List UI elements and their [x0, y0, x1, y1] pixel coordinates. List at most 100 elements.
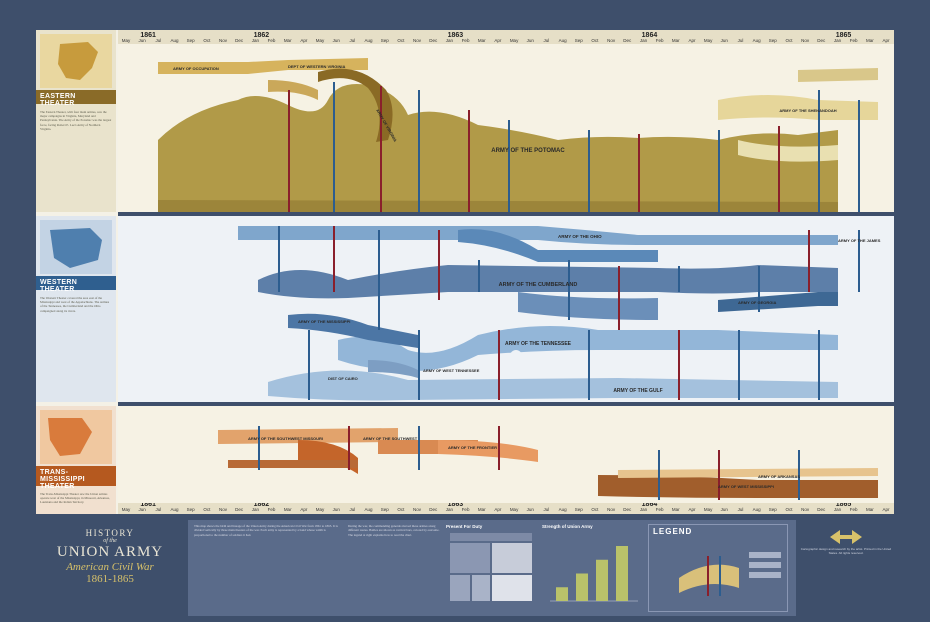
month-tick-label: Feb [462, 507, 470, 512]
battle-bar [638, 134, 640, 212]
battle-bar [658, 450, 660, 500]
battle-bar [308, 330, 310, 400]
month-tick-label: Jul [350, 38, 356, 43]
strength-chart-title: Strength of Union Army [542, 524, 593, 529]
intro-column-2: During the war, the commanding generals … [348, 524, 440, 537]
month-tick-label: Mar [866, 38, 874, 43]
month-tick-label: Jun [333, 38, 341, 43]
footer-info-panel: This map shows the birth and lineage of … [188, 520, 796, 616]
battle-bar [568, 260, 570, 320]
month-tick-label: Jan [446, 38, 454, 43]
title-of-the: of the [103, 538, 117, 544]
month-tick-label: Aug [559, 507, 568, 512]
title-history: HISTORY [85, 528, 135, 538]
battle-bar [478, 260, 480, 292]
poster-panel: EASTERN THEATER The Eastern Theater, wit… [36, 30, 894, 514]
month-tick-label: Nov [801, 507, 810, 512]
month-tick-label: Jan [446, 507, 454, 512]
month-tick-label: Dec [817, 507, 826, 512]
battle-bar [618, 266, 620, 330]
battle-bar [278, 226, 280, 292]
army-label-georgia: ARMY OF GEORGIA [738, 300, 776, 305]
transmiss-theater-title: TRANS-MISSISSIPPI THEATER [36, 466, 116, 490]
month-tick-label: May [122, 507, 131, 512]
month-tick-label: Feb [656, 507, 664, 512]
month-tick-label: Aug [753, 38, 762, 43]
month-tick-label: Jun [333, 507, 341, 512]
month-tick-label: Sep [381, 507, 390, 512]
eastern-map-icon [40, 34, 112, 88]
month-tick-label: Aug [171, 38, 180, 43]
month-tick-label: Jan [640, 507, 648, 512]
year-label: 1861 [140, 501, 156, 508]
present-for-duty-box: Present For Duty [446, 524, 536, 612]
western-theater-title: WESTERN THEATER [36, 276, 116, 293]
credits-block: Cartographic design and research by the … [798, 528, 894, 555]
month-tick-label: Nov [607, 38, 616, 43]
month-tick-label: Sep [187, 507, 196, 512]
year-label: 1865 [836, 32, 852, 39]
strength-bar [556, 587, 568, 601]
month-tick-label: Jul [155, 507, 161, 512]
month-tick-label: Dec [235, 38, 244, 43]
month-tick-label: Jan [640, 38, 648, 43]
battle-bar [333, 82, 335, 212]
year-label: 1863 [448, 32, 464, 39]
month-tick-label: Apr [882, 38, 890, 43]
battle-bar [438, 230, 440, 300]
year-label: 1862 [254, 32, 270, 39]
army-label-gulf: ARMY OF THE GULF [613, 388, 662, 394]
title-union-army: UNION ARMY [56, 544, 164, 560]
month-tick-label: Jan [252, 38, 260, 43]
battle-bar [858, 230, 860, 292]
battle-bar [718, 450, 720, 500]
month-tick-label: May [510, 507, 519, 512]
legend-diagram [679, 552, 781, 596]
month-tick-label: Apr [494, 507, 502, 512]
battle-bar [588, 130, 590, 212]
transmiss-sidebar: TRANS-MISSISSIPPI THEATER The Trans-Miss… [36, 406, 116, 514]
intro-column-1: This map shows the birth and lineage of … [194, 524, 338, 537]
month-tick-label: Aug [559, 38, 568, 43]
battle-bar [778, 126, 780, 212]
battle-bar [498, 330, 500, 400]
strength-chart-box: Strength of Union Army [542, 524, 642, 612]
month-tick-label: Dec [817, 38, 826, 43]
army-label-mississippi: ARMY OF THE MISSISSIPPI [298, 319, 350, 324]
eastern-sidebar: EASTERN THEATER The Eastern Theater, wit… [36, 30, 116, 212]
month-tick-label: Jul [544, 38, 550, 43]
legend-box: LEGEND [648, 524, 788, 612]
month-tick-label: Jun [527, 507, 535, 512]
battle-bar [798, 450, 800, 500]
western-theater-text: The Western Theater covered the area eas… [40, 296, 110, 313]
month-tick-label: Jun [139, 507, 147, 512]
month-tick-label: Sep [575, 38, 584, 43]
footer: HISTORY of the UNION ARMY American Civil… [36, 518, 894, 618]
present-for-duty-title: Present For Duty [446, 524, 483, 529]
army-label-shenandoah: ARMY OF THE SHENANDOAH [779, 108, 836, 113]
month-tick-label: Jul [738, 507, 744, 512]
transmiss-map-icon [40, 410, 112, 464]
month-tick-label: Oct [785, 38, 793, 43]
month-tick-label: Mar [478, 507, 486, 512]
battle-bar [288, 90, 290, 212]
month-tick-label: Jan [252, 507, 260, 512]
army-label-cairo: DIST OF CAIRO [328, 376, 358, 381]
month-tick-label: Apr [300, 38, 308, 43]
battle-bar [678, 330, 680, 400]
month-tick-label: Oct [203, 507, 211, 512]
battle-bar [758, 266, 760, 312]
year-label: 1863 [448, 501, 464, 508]
battle-bar [380, 86, 382, 212]
month-tick-label: Jun [721, 38, 729, 43]
month-tick-label: Apr [688, 38, 696, 43]
battle-bar [418, 330, 420, 400]
army-label-james: ARMY OF THE JAMES [838, 238, 881, 243]
battle-bar [348, 426, 350, 470]
month-tick-label: Mar [672, 507, 680, 512]
battle-bar [818, 90, 820, 212]
month-tick-label: Jul [350, 507, 356, 512]
month-tick-label: May [704, 38, 713, 43]
month-tick-label: Sep [769, 507, 778, 512]
